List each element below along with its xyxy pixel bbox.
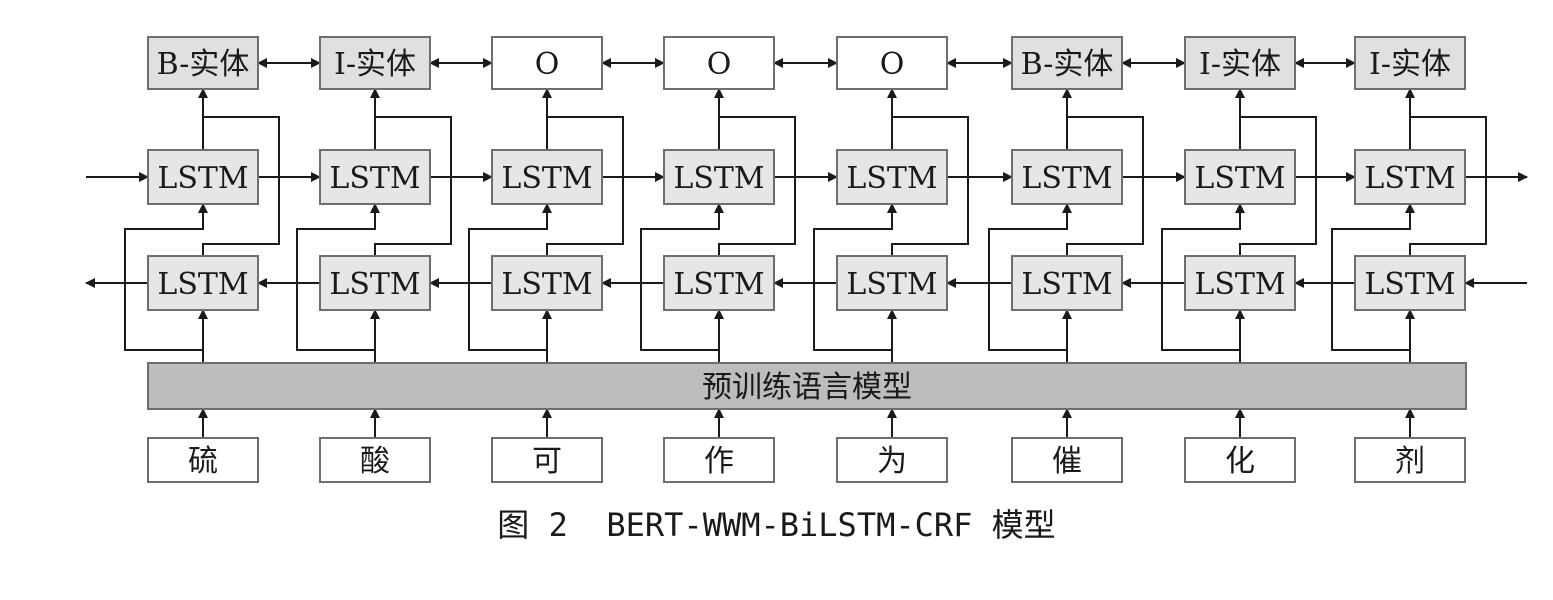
backward-lstm-box-label: LSTM [846,267,937,302]
embedding-to-forward-arrow [468,203,552,351]
forward-lstm-box-label: LSTM [846,161,937,196]
backward-lstm-box [147,255,259,311]
input-char-box [1354,437,1466,483]
input-char-box-label: 化 [1225,444,1255,479]
input-char-box-label: 酸 [360,444,390,479]
embedding-to-forward-arrow [296,203,380,351]
output-tag-box-label: I-实体 [1369,47,1451,82]
backward-output-line [1239,116,1317,256]
output-tag-box-label: B-实体 [157,47,250,82]
forward-lstm-box [319,149,431,205]
output-tag-box [663,36,775,90]
backward-lstm-box-label: LSTM [1021,267,1112,302]
forward-lstm-box [1011,149,1123,205]
input-char-box [147,437,259,483]
backward-lstm-box [663,255,775,311]
forward-lstm-box [1184,149,1296,205]
embedding-to-forward-arrow [640,203,724,351]
embedding-to-forward-arrow [813,203,897,351]
input-char-box [1011,437,1123,483]
output-tag-box-label: O [880,47,905,82]
backward-lstm-box-label: LSTM [673,267,764,302]
backward-lstm-box-label: LSTM [329,267,420,302]
input-char-box-label: 催 [1052,444,1082,479]
backward-lstm-box [836,255,948,311]
backward-output-line [374,116,452,256]
output-tag-box [1011,36,1123,90]
output-tag-box [147,36,259,90]
output-tag-box-label: B-实体 [1021,47,1114,82]
input-char-box [491,437,603,483]
output-tag-box-label: I-实体 [334,47,416,82]
forward-lstm-box [836,149,948,205]
backward-lstm-box-label: LSTM [501,267,592,302]
output-tag-box-label: O [535,47,560,82]
input-char-box-label: 硫 [188,444,218,479]
output-tag-box [1354,36,1466,90]
output-tag-box [836,36,948,90]
forward-lstm-box-label: LSTM [1194,161,1285,196]
forward-lstm-box-label: LSTM [157,161,248,196]
output-tag-box [319,36,431,90]
embedding-to-forward-arrow [124,203,208,351]
input-char-box [836,437,948,483]
input-char-box [1184,437,1296,483]
backward-lstm-box-label: LSTM [1194,267,1285,302]
forward-lstm-box [147,149,259,205]
backward-lstm-box [1184,255,1296,311]
embedding-to-forward-arrow [988,203,1072,351]
backward-output-line [1066,116,1144,256]
input-char-box-label: 为 [877,444,907,479]
input-char-box-label: 作 [704,444,734,479]
forward-lstm-box [491,149,603,205]
output-tag-box-label: I-实体 [1199,47,1281,82]
forward-lstm-box-label: LSTM [1364,161,1455,196]
forward-lstm-box-label: LSTM [501,161,592,196]
backward-lstm-box-label: LSTM [1364,267,1455,302]
forward-lstm-box-label: LSTM [673,161,764,196]
backward-lstm-box [1354,255,1466,311]
input-char-box-label: 剂 [1395,444,1425,479]
backward-lstm-box [319,255,431,311]
bert-bilstm-crf-diagram: B-实体 LSTM LSTM 硫 I-实体 LSTM LSTM 酸 O LSTM LSTM 可 O LST… [85,36,1528,483]
forward-lstm-box-label: LSTM [1021,161,1112,196]
input-char-box-label: 可 [532,444,562,479]
diagram-boxes: B-实体 LSTM LSTM 硫 I-实体 LSTM LSTM 酸 O LSTM LSTM 可 O LST… [147,36,1467,483]
backward-lstm-box-label: LSTM [157,267,248,302]
forward-lstm-box-label: LSTM [329,161,420,196]
embedding-to-forward-arrow [1331,203,1415,351]
backward-lstm-box [491,255,603,311]
backward-output-line [546,116,624,256]
input-char-box [319,437,431,483]
forward-lstm-box [1354,149,1466,205]
embedding-bar-label: 预训练语言模型 [702,370,912,405]
connection-lines [85,58,1528,438]
backward-output-line [1409,116,1487,256]
backward-output-line [718,116,796,256]
output-tag-box [1184,36,1296,90]
embedding-bar [147,362,1467,410]
embedding-to-forward-arrow [1161,203,1245,351]
backward-output-line [891,116,969,256]
output-tag-box [491,36,603,90]
output-tag-box-label: O [707,47,732,82]
backward-lstm-box [1011,255,1123,311]
forward-lstm-box [663,149,775,205]
figure-caption: 图 2 BERT-WWM-BiLSTM-CRF 模型 [497,506,1056,544]
backward-output-line [202,116,280,256]
input-char-box [663,437,775,483]
